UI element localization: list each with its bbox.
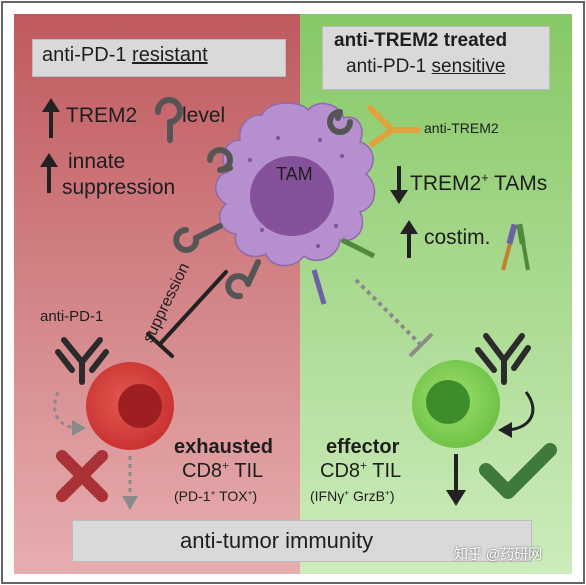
left-header-underlined: resistant [132,44,208,66]
trem2-receptor-icon [154,97,183,143]
check-icon [479,443,557,499]
exhausted-markers: (PD-1+ TOX+) [174,488,257,504]
blocked-inhibition-dotted [354,278,434,358]
exhausted-cd8-sup: + [222,458,230,473]
down-arrow-icon [390,166,408,204]
dotted-arrow-head [72,420,86,436]
dotted-down-arrow [122,456,138,510]
left-header-text: anti-PD-1 [42,44,127,66]
exhausted-marker-a-sup: + [210,487,216,498]
trem2-tams-label: TREM2+ TAMs [410,172,547,196]
tam-label: TAM [276,164,313,184]
exhausted-marker-b: TOX [219,488,248,504]
suppression-label-left: suppression [62,176,176,199]
up-arrow-icon [42,98,60,138]
footer-box [72,520,532,562]
left-header-box [32,39,286,77]
right-header-line2-text: anti-PD-1 [346,56,427,77]
effector-marker-a-sup: + [344,487,350,498]
curved-arrow-head [498,422,512,438]
effector-marker-a: (IFNγ [310,488,345,504]
anti-trem2-antibody [367,105,421,147]
antibody-icon [475,333,531,385]
effector-til: TIL [372,460,402,482]
innate-label: innate [68,150,126,173]
up-arrow-icon [40,153,58,193]
exhausted-marker-b-sup: + [247,487,253,498]
down-arrow-icon [446,454,466,506]
effector-marker-end: ) [389,488,395,504]
exhausted-title: exhausted [174,436,273,458]
tam-granules [248,136,344,248]
anti-pd1-label: anti-PD-1 [40,308,104,325]
footer-label: anti-tumor immunity [180,528,374,553]
trem2-tams-a: TREM2 [410,172,482,195]
tam-trem2-receptors [173,109,353,300]
cross-icon [56,450,108,502]
tam-nucleus [250,156,334,236]
effector-cd8: CD8 [320,460,361,482]
effector-t-cell-nucleus [426,380,470,424]
effector-title: effector [326,436,400,458]
trem2-tams-b: TAMs [494,172,548,195]
right-header-line1: anti-TREM2 treated [334,30,508,51]
effector-marker-b: GrzB [353,488,385,504]
exhausted-cell-type: CD8+ TIL [182,458,264,483]
effector-cell-type: CD8+ TIL [320,458,402,483]
level-label: level [182,104,226,127]
anti-pd1-antibody [55,337,109,385]
costim-label: costim. [424,226,491,249]
effector-cd8-sup: + [360,458,368,473]
tam-costim-receptors [311,237,376,305]
suppression-inhibition-arrow [146,270,228,358]
right-header-box [322,26,550,90]
anti-trem2-label: anti-TREM2 [424,120,499,136]
effector-markers: (IFNγ+ GrzB+) [310,488,394,504]
up-arrow-icon [400,220,418,258]
costim-receptor-icon [501,223,530,271]
exhausted-marker-end: ) [252,488,258,504]
effector-marker-b-sup: + [384,487,390,498]
exhausted-t-cell-nucleus [118,384,162,428]
exhausted-cd8: CD8 [182,460,223,482]
exhausted-marker-a: (PD-1 [174,488,211,504]
right-header-line2: anti-PD-1 sensitive [346,56,505,78]
trem2-label: TREM2 [66,104,138,127]
trem2-tams-sup: + [481,171,489,185]
exhausted-til: TIL [234,460,264,482]
right-header-line2-underlined: sensitive [431,56,506,77]
watermark: 知乎 @药研网 [454,546,543,562]
curved-arrow [507,391,535,432]
dotted-curve-arrow [53,391,77,430]
left-header: anti-PD-1 resistant [42,44,208,67]
